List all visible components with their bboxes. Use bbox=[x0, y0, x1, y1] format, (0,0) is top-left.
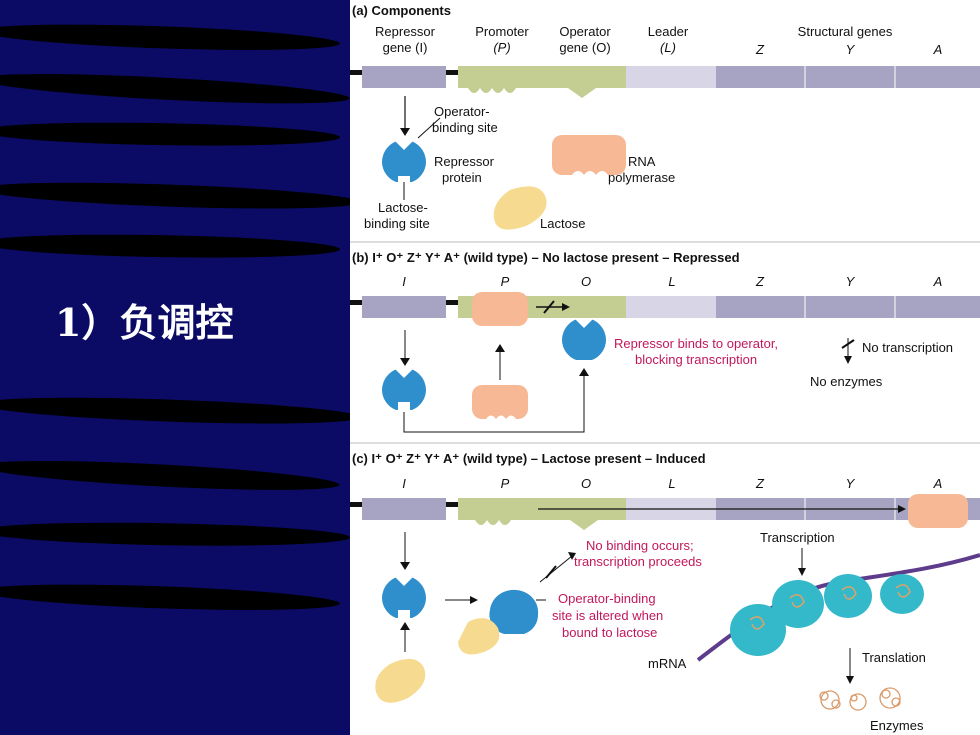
panel-c-title: (c) I⁺ O⁺ Z⁺ Y⁺ A⁺ (wild type) – Lactose… bbox=[352, 451, 706, 466]
panel-c-letter-z: Z bbox=[756, 476, 764, 491]
panel-b-letter-i: I bbox=[402, 274, 406, 289]
repressor-protein-icon-c bbox=[382, 576, 426, 618]
panel-b-letter-a: A bbox=[933, 274, 943, 289]
panel-b-title: (b) I⁺ O⁺ Z⁺ Y⁺ A⁺ (wild type) – No lact… bbox=[352, 250, 740, 265]
ribosome-1 bbox=[730, 604, 786, 656]
panel-c-letter-o: O bbox=[580, 476, 592, 491]
panel-c-dna bbox=[350, 494, 980, 711]
lactose-binding-site-label-1: Lactose- bbox=[378, 200, 428, 215]
structural-genes-label: Structural genes bbox=[797, 24, 893, 39]
figure-graphics bbox=[350, 66, 980, 711]
repressor-protein-icon bbox=[382, 140, 426, 182]
lactose-binding-site-label-2: binding site bbox=[364, 216, 430, 231]
panel-a-title: (a) Components bbox=[352, 3, 451, 18]
no-binding-label-1: No binding occurs; bbox=[586, 538, 694, 553]
panel-b-letter-o: O bbox=[580, 274, 592, 289]
operator-binding-site-label-2: binding site bbox=[432, 120, 498, 135]
repressor-protein-label-2: protein bbox=[442, 170, 482, 185]
panel-a-dna bbox=[350, 66, 980, 98]
repressor-binds-label-2: blocking transcription bbox=[635, 352, 758, 367]
rna-polymerase-label-1: RNA bbox=[628, 154, 656, 169]
repressor-protein-label-1: Repressor bbox=[434, 154, 494, 169]
transcription-label: Transcription bbox=[760, 530, 835, 545]
panel-b-letter-l: L bbox=[668, 274, 676, 289]
slide-title: 1）负调控 bbox=[55, 300, 234, 345]
panel-c-letter-y: Y bbox=[845, 476, 855, 491]
leader-label-1: Leader bbox=[647, 24, 689, 39]
panel-c-letter-a: A bbox=[933, 476, 943, 491]
ribosome-2 bbox=[772, 580, 824, 628]
structural-genes-segment bbox=[716, 66, 980, 88]
mrna-label: mRNA bbox=[648, 656, 687, 671]
operator-label-2: gene (O) bbox=[559, 40, 611, 55]
lactose-icon bbox=[493, 186, 547, 230]
panel-c-letter-l: L bbox=[668, 476, 676, 491]
panel-b-letter-z: Z bbox=[756, 274, 764, 289]
slide-background bbox=[0, 0, 350, 735]
repressor-gene-label-1: Repressor bbox=[375, 24, 435, 39]
repressor-gene-label-2: gene (I) bbox=[382, 40, 428, 55]
enzyme-icons bbox=[819, 687, 901, 711]
promoter-label-2: (P) bbox=[493, 40, 511, 55]
enzymes-label: Enzymes bbox=[870, 718, 924, 733]
gene-a-label: A bbox=[933, 42, 943, 57]
operator-altered-label-3: bound to lactose bbox=[562, 625, 658, 640]
operator-segment bbox=[538, 66, 626, 88]
panel-b-letter-p: P bbox=[500, 274, 510, 289]
promoter-label-1: Promoter bbox=[475, 24, 529, 39]
repressor-protein-icon-b bbox=[382, 368, 426, 410]
free-polymerase-icon bbox=[472, 385, 528, 419]
lactose-icon-c bbox=[375, 658, 426, 703]
operator-altered-label-2: site is altered when bbox=[552, 608, 664, 623]
repressor-binds-label-1: Repressor binds to operator, bbox=[614, 336, 779, 351]
leader-segment bbox=[626, 66, 716, 88]
operator-binding-site-label-1: Operator- bbox=[434, 104, 490, 119]
leader-label-2: (L) bbox=[660, 40, 676, 55]
repressor-gene-segment bbox=[362, 66, 446, 88]
inactive-repressor-icon bbox=[489, 589, 539, 634]
ribosome-3 bbox=[824, 574, 872, 618]
lac-operon-figure: (a) Components Repressor gene (I) Promot… bbox=[350, 0, 980, 735]
rna-polymerase-label-2: polymerase bbox=[608, 170, 676, 185]
gene-z-label: Z bbox=[756, 42, 764, 57]
transcribing-polymerase-icon bbox=[908, 494, 968, 528]
promoter-segment bbox=[458, 66, 538, 88]
ribosome-4 bbox=[880, 574, 924, 614]
bound-repressor-icon bbox=[562, 318, 606, 360]
rna-polymerase-icon bbox=[552, 135, 626, 175]
gene-y-label: Y bbox=[845, 42, 855, 57]
lactose-label: Lactose bbox=[540, 216, 586, 231]
no-transcription-label: No transcription bbox=[862, 340, 954, 355]
panel-b-letter-y: Y bbox=[845, 274, 855, 289]
polymerase-on-promoter-icon bbox=[472, 292, 528, 326]
panel-c-letter-i: I bbox=[402, 476, 406, 491]
translation-label: Translation bbox=[862, 650, 926, 665]
panel-c-letter-p: P bbox=[500, 476, 510, 491]
no-binding-label-2: transcription proceeds bbox=[574, 554, 702, 569]
no-enzymes-label: No enzymes bbox=[810, 374, 883, 389]
panel-a-proteins bbox=[382, 96, 626, 230]
operator-altered-label-1: Operator-binding bbox=[558, 591, 656, 606]
panel-b-dna bbox=[350, 292, 980, 433]
operator-label-1: Operator bbox=[559, 24, 611, 39]
